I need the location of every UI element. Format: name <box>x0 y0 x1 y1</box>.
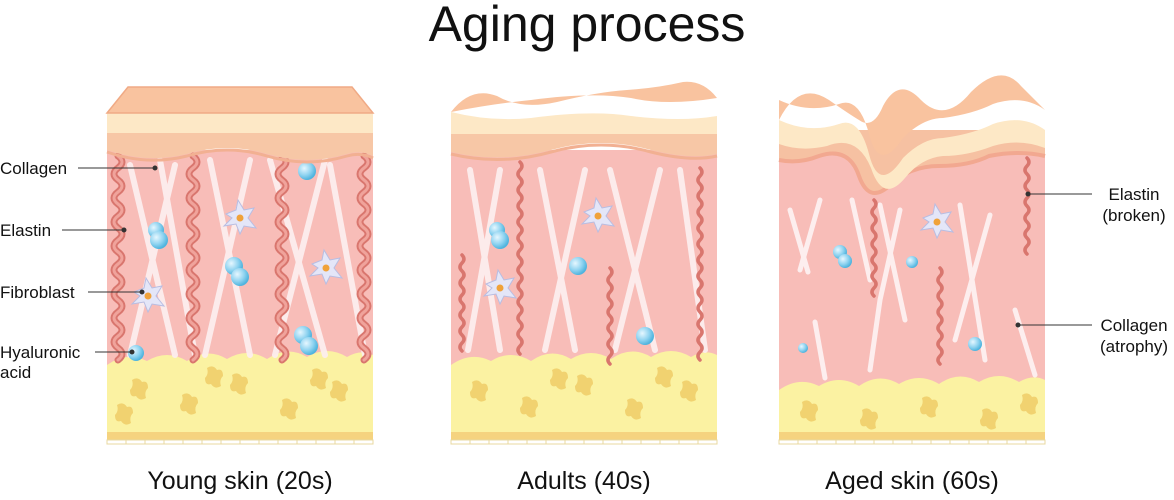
label-hyaluronic-line1: Hyaluronic <box>0 343 81 362</box>
label-elastin-broken-line2: (broken) <box>1102 206 1166 225</box>
page-title: Aging process <box>428 0 746 52</box>
label-collagen-atrophy-line2: (atrophy) <box>1099 337 1169 356</box>
panel-young-skin <box>105 86 375 445</box>
label-collagen: Collagen <box>0 159 68 178</box>
label-elastin-broken-line1: Elastin <box>1108 185 1160 204</box>
caption-young-skin: Young skin (20s) <box>147 467 333 495</box>
label-collagen-atrophy-line1: Collagen <box>1100 316 1168 335</box>
caption-aged-skin: Aged skin (60s) <box>825 467 999 495</box>
panel-aged-skin <box>778 75 1046 445</box>
label-hyaluronic-line2: acid <box>0 363 32 382</box>
panel-adult-skin <box>450 81 718 445</box>
leader-lines <box>62 165 1092 355</box>
label-fibroblast: Fibroblast <box>0 283 75 302</box>
caption-adults: Adults (40s) <box>517 467 651 495</box>
label-elastin: Elastin <box>0 221 52 240</box>
